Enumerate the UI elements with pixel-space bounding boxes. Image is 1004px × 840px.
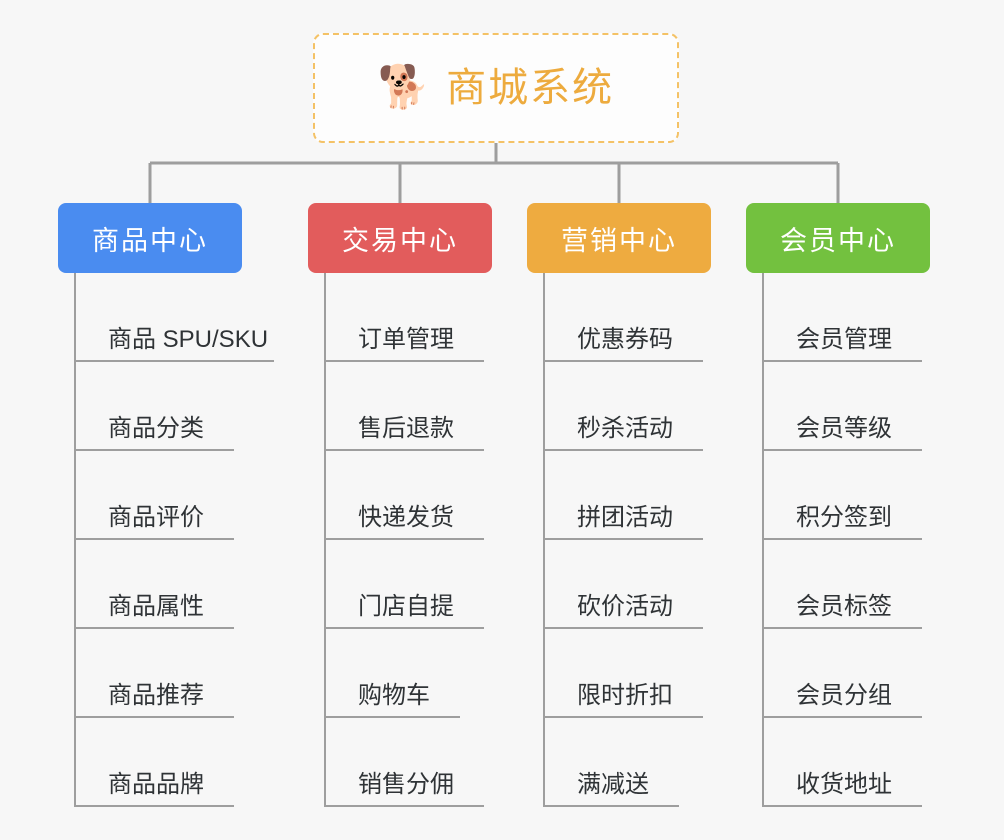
- column-items-marketing-center: 优惠券码秒杀活动拼团活动砍价活动限时折扣满减送: [543, 273, 711, 807]
- list-item-label: 砍价活动: [543, 593, 703, 629]
- list-item-label: 限时折扣: [543, 682, 703, 718]
- list-item-label: 积分签到: [762, 504, 922, 540]
- list-item[interactable]: 积分签到: [762, 451, 930, 540]
- list-item-label: 购物车: [324, 682, 460, 718]
- list-item-label: 商品属性: [74, 593, 234, 629]
- list-item-label: 会员标签: [762, 593, 922, 629]
- root-node[interactable]: 🐕 商城系统: [313, 33, 679, 143]
- list-item[interactable]: 商品推荐: [74, 629, 274, 718]
- list-item-label: 商品评价: [74, 504, 234, 540]
- list-item[interactable]: 优惠券码: [543, 273, 711, 362]
- list-item-label: 会员分组: [762, 682, 922, 718]
- list-item[interactable]: 售后退款: [324, 362, 492, 451]
- column-product-center: 商品中心商品 SPU/SKU 商品分类商品评价商品属性商品推荐商品品牌: [58, 203, 274, 807]
- column-trade-center: 交易中心订单管理售后退款快递发货门店自提购物车销售分佣: [308, 203, 492, 807]
- column-items-product-center: 商品 SPU/SKU 商品分类商品评价商品属性商品推荐商品品牌: [74, 273, 274, 807]
- list-item[interactable]: 会员等级: [762, 362, 930, 451]
- list-item-label: 拼团活动: [543, 504, 703, 540]
- list-item-label: 会员管理: [762, 326, 922, 362]
- column-member-center: 会员中心会员管理会员等级积分签到会员标签会员分组收货地址: [746, 203, 930, 807]
- shiba-dog-icon: 🐕: [377, 63, 431, 110]
- list-item[interactable]: 会员管理: [762, 273, 930, 362]
- list-item-label: 满减送: [543, 771, 679, 807]
- list-item[interactable]: 砍价活动: [543, 540, 711, 629]
- list-item[interactable]: 会员分组: [762, 629, 930, 718]
- root-title: 商城系统: [446, 66, 615, 110]
- column-header-marketing-center[interactable]: 营销中心: [527, 203, 711, 273]
- list-item-label: 商品分类: [74, 415, 234, 451]
- column-marketing-center: 营销中心优惠券码秒杀活动拼团活动砍价活动限时折扣满减送: [527, 203, 711, 807]
- column-items-trade-center: 订单管理售后退款快递发货门店自提购物车销售分佣: [324, 273, 492, 807]
- list-item[interactable]: 商品分类: [74, 362, 274, 451]
- list-item[interactable]: 购物车: [324, 629, 492, 718]
- list-item[interactable]: 订单管理: [324, 273, 492, 362]
- list-item[interactable]: 商品品牌: [74, 718, 274, 807]
- list-item-label: 快递发货: [324, 504, 484, 540]
- list-item-label: 商品品牌: [74, 771, 234, 807]
- list-item[interactable]: 拼团活动: [543, 451, 711, 540]
- list-item[interactable]: 秒杀活动: [543, 362, 711, 451]
- list-item-label: 优惠券码: [543, 326, 703, 362]
- list-item[interactable]: 商品评价: [74, 451, 274, 540]
- list-item-label: 门店自提: [324, 593, 484, 629]
- list-item-label: 收货地址: [762, 771, 922, 807]
- list-item-label: 秒杀活动: [543, 415, 703, 451]
- list-item[interactable]: 门店自提: [324, 540, 492, 629]
- list-item-label: 销售分佣: [324, 771, 484, 807]
- list-item[interactable]: 快递发货: [324, 451, 492, 540]
- list-item-label: 商品推荐: [74, 682, 234, 718]
- list-item[interactable]: 满减送: [543, 718, 711, 807]
- list-item-label: 订单管理: [324, 326, 484, 362]
- column-items-member-center: 会员管理会员等级积分签到会员标签会员分组收货地址: [762, 273, 930, 807]
- list-item-label: 会员等级: [762, 415, 922, 451]
- list-item[interactable]: 限时折扣: [543, 629, 711, 718]
- list-item-label: 售后退款: [324, 415, 484, 451]
- list-item-label: 商品 SPU/SKU: [74, 326, 274, 362]
- list-item[interactable]: 会员标签: [762, 540, 930, 629]
- list-item[interactable]: 商品属性: [74, 540, 274, 629]
- column-header-member-center[interactable]: 会员中心: [746, 203, 930, 273]
- column-header-product-center[interactable]: 商品中心: [58, 203, 242, 273]
- list-item[interactable]: 商品 SPU/SKU: [74, 273, 274, 362]
- list-item[interactable]: 销售分佣: [324, 718, 492, 807]
- column-header-trade-center[interactable]: 交易中心: [308, 203, 492, 273]
- list-item[interactable]: 收货地址: [762, 718, 930, 807]
